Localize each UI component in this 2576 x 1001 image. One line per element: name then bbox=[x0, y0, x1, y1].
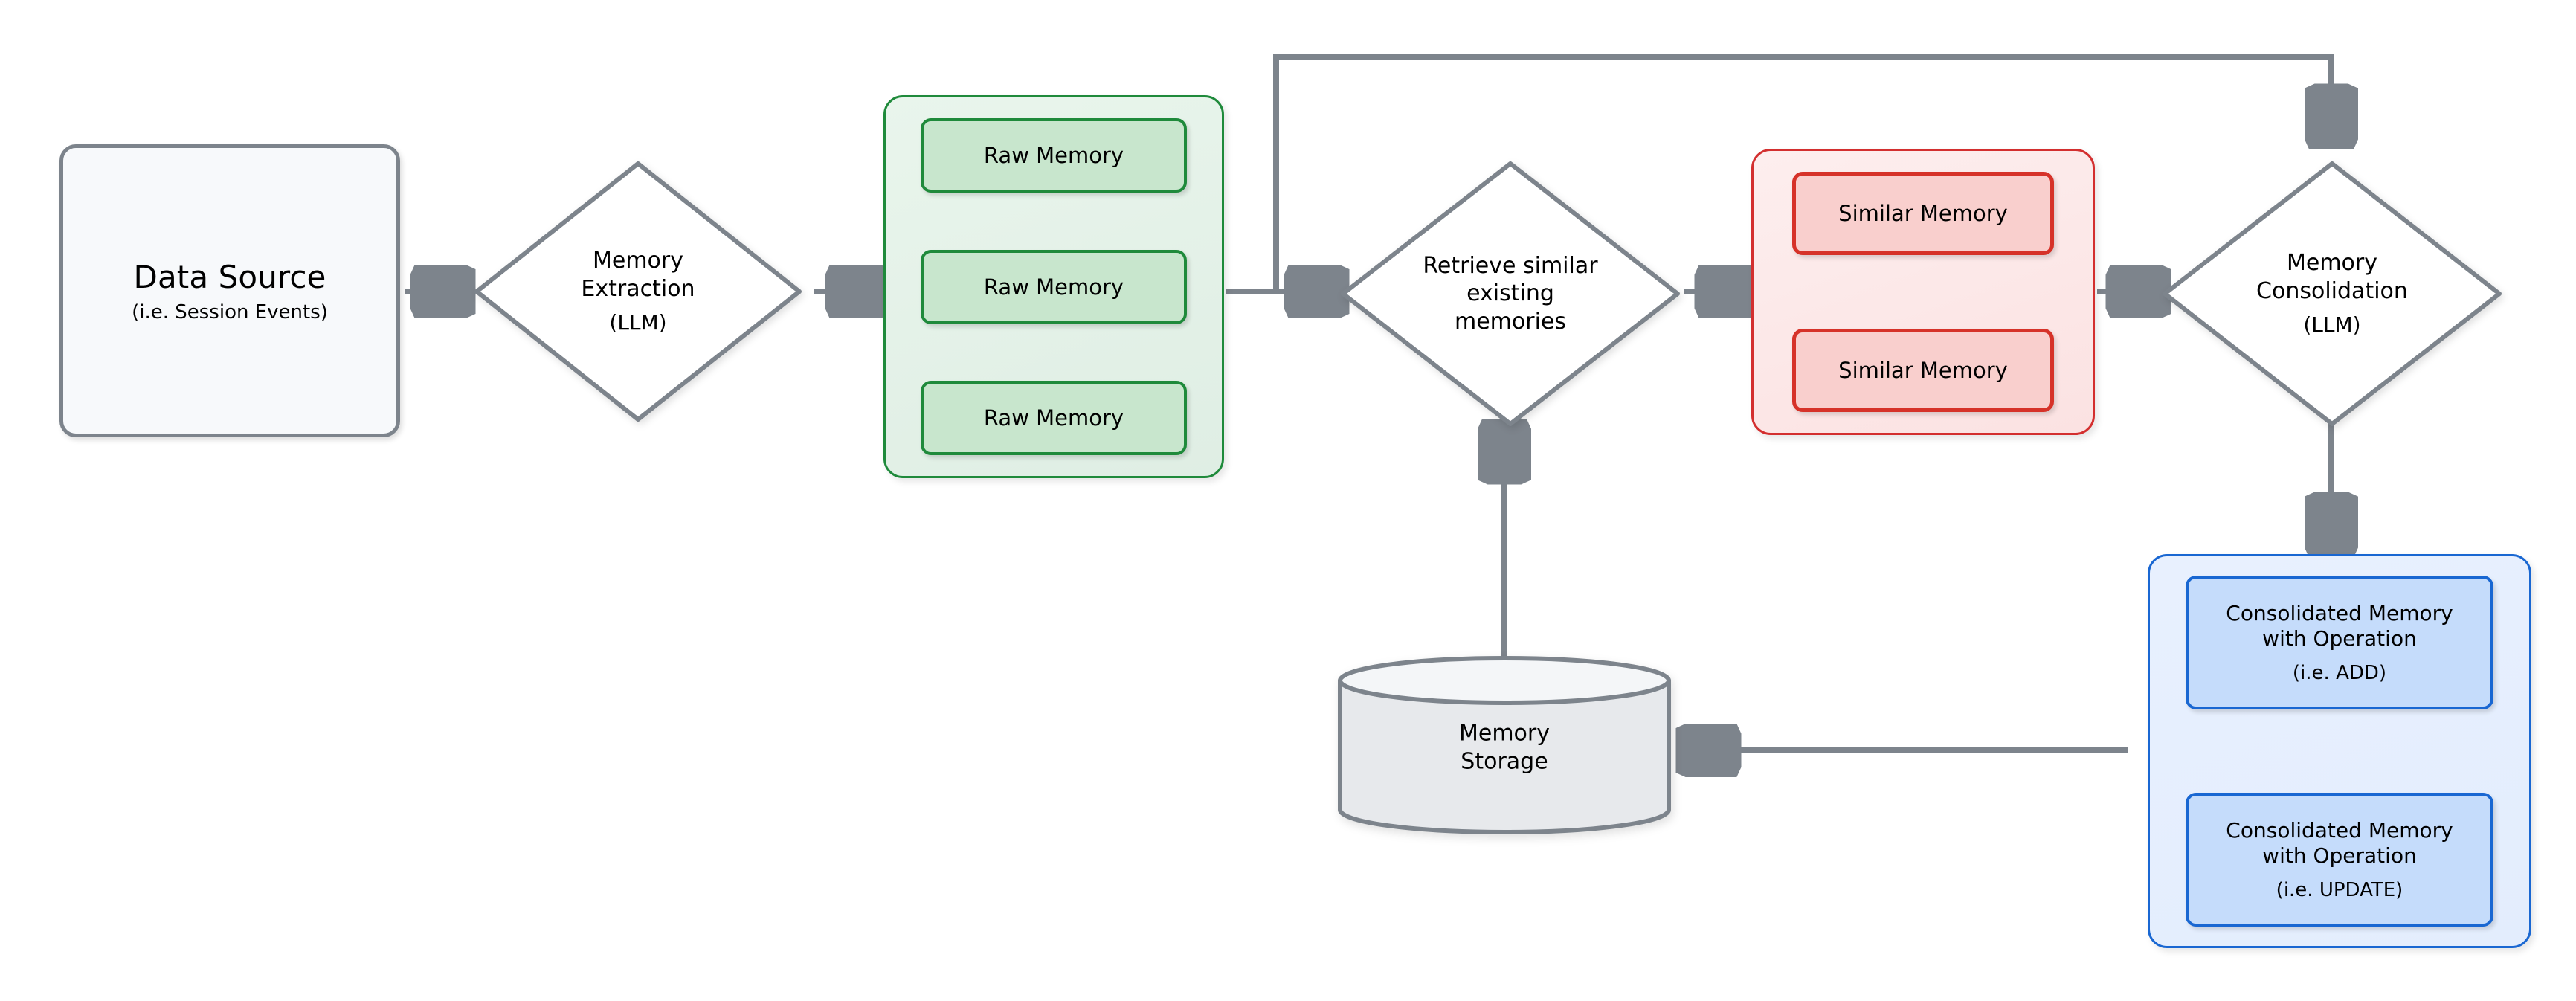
memory-storage-label: Memory Storage bbox=[1336, 720, 1672, 776]
diamond-shape bbox=[1341, 161, 1680, 426]
chip-raw-memory[interactable]: Raw Memory bbox=[921, 118, 1187, 193]
retrieve-similar-label: Retrieve similar existing memories bbox=[1358, 252, 1663, 335]
raw-memory-label: Raw Memory bbox=[983, 405, 1124, 431]
node-memory-consolidation[interactable]: Memory Consolidation (LLM) bbox=[2159, 158, 2505, 430]
node-data-source[interactable]: Data Source (i.e. Session Events) bbox=[59, 144, 400, 437]
data-source-subtitle: (i.e. Session Events) bbox=[132, 300, 328, 324]
consolidated-memory-line2: with Operation bbox=[2262, 626, 2417, 651]
memory-extraction-subtitle: (LLM) bbox=[609, 309, 667, 335]
chip-similar-memory[interactable]: Similar Memory bbox=[1792, 172, 2054, 255]
memory-extraction-label: Memory Extraction (LLM) bbox=[491, 247, 785, 335]
group-similar-memory: Similar Memory Similar Memory bbox=[1751, 149, 2095, 435]
memory-consolidation-line1: Memory bbox=[2286, 250, 2377, 277]
memory-storage-line2: Storage bbox=[1461, 748, 1548, 774]
chip-consolidated-memory[interactable]: Consolidated Memory with Operation (i.e.… bbox=[2186, 576, 2493, 709]
node-memory-extraction[interactable]: Memory Extraction (LLM) bbox=[471, 158, 805, 425]
memory-consolidation-subtitle: (LLM) bbox=[2303, 312, 2361, 337]
consolidated-memory-subtitle: (i.e. UPDATE) bbox=[2276, 879, 2403, 902]
similar-memory-label: Similar Memory bbox=[1838, 201, 2008, 226]
raw-memory-label: Raw Memory bbox=[983, 274, 1124, 300]
diamond-shape bbox=[474, 161, 802, 422]
chip-similar-memory[interactable]: Similar Memory bbox=[1792, 329, 2054, 412]
memory-extraction-line2: Extraction bbox=[581, 275, 695, 302]
consolidated-memory-line2: with Operation bbox=[2262, 843, 2417, 868]
group-raw-memory: Raw Memory Raw Memory Raw Memory bbox=[883, 95, 1224, 478]
memory-storage-line1: Memory bbox=[1458, 720, 1550, 747]
chip-consolidated-memory[interactable]: Consolidated Memory with Operation (i.e.… bbox=[2186, 793, 2493, 927]
group-consolidated-memory: Consolidated Memory with Operation (i.e.… bbox=[2148, 554, 2531, 948]
retrieve-line1: Retrieve similar bbox=[1423, 253, 1598, 280]
retrieve-line2: existing bbox=[1466, 280, 1554, 307]
memory-consolidation-label: Memory Consolidation (LLM) bbox=[2180, 249, 2485, 338]
raw-memory-label: Raw Memory bbox=[983, 143, 1124, 168]
consolidated-memory-subtitle: (i.e. ADD) bbox=[2292, 662, 2387, 685]
consolidated-memory-line1: Consolidated Memory bbox=[2226, 817, 2453, 843]
retrieve-line3: memories bbox=[1454, 308, 1566, 335]
diamond-shape bbox=[2163, 161, 2502, 426]
memory-consolidation-line2: Consolidation bbox=[2256, 277, 2408, 304]
chip-raw-memory[interactable]: Raw Memory bbox=[921, 381, 1187, 455]
similar-memory-label: Similar Memory bbox=[1838, 358, 2008, 383]
cylinder-shape bbox=[1338, 656, 1671, 834]
consolidated-memory-line1: Consolidated Memory bbox=[2226, 600, 2453, 625]
data-source-title: Data Source bbox=[133, 258, 326, 295]
node-retrieve-similar-memories[interactable]: Retrieve similar existing memories bbox=[1337, 158, 1684, 430]
node-memory-storage[interactable]: Memory Storage bbox=[1336, 654, 1672, 836]
chip-raw-memory[interactable]: Raw Memory bbox=[921, 249, 1187, 324]
memory-extraction-line1: Memory bbox=[592, 248, 683, 274]
